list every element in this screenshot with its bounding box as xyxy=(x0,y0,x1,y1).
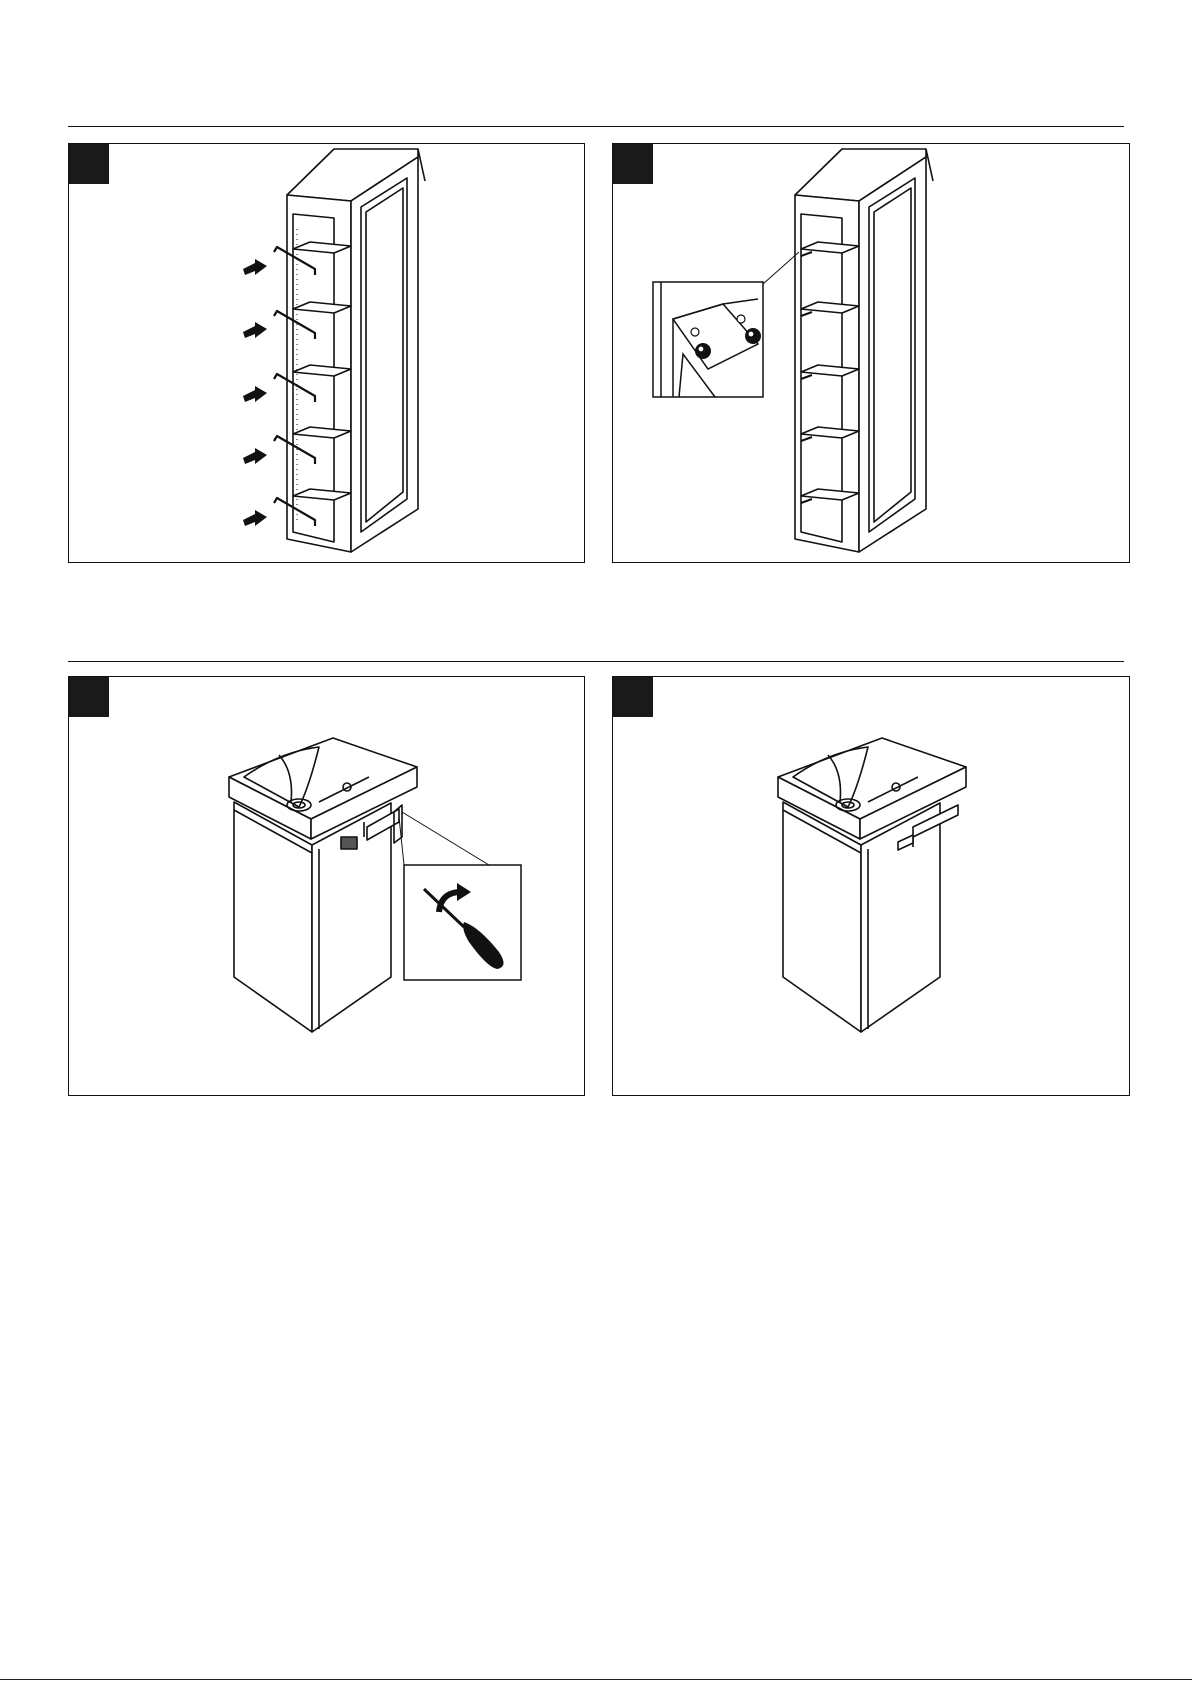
shelf-pin-detail-view xyxy=(653,282,763,397)
vanity-unit-screwdriver-illustration xyxy=(69,677,585,1096)
section-divider-middle xyxy=(68,661,1124,662)
tall-cabinet-illustration xyxy=(69,144,585,563)
step-panel-3 xyxy=(68,676,585,1096)
page-footer-rule xyxy=(0,1679,1192,1680)
vanity-unit-finished-illustration xyxy=(613,677,1130,1096)
step-panel-4 xyxy=(612,676,1130,1096)
step-panel-2 xyxy=(612,143,1130,563)
insert-arrows xyxy=(243,259,267,526)
section-divider-top xyxy=(68,126,1124,127)
tall-cabinet-detail-illustration xyxy=(613,144,1130,563)
step-panel-1 xyxy=(68,143,585,563)
screwdriver-detail-view xyxy=(404,865,521,980)
